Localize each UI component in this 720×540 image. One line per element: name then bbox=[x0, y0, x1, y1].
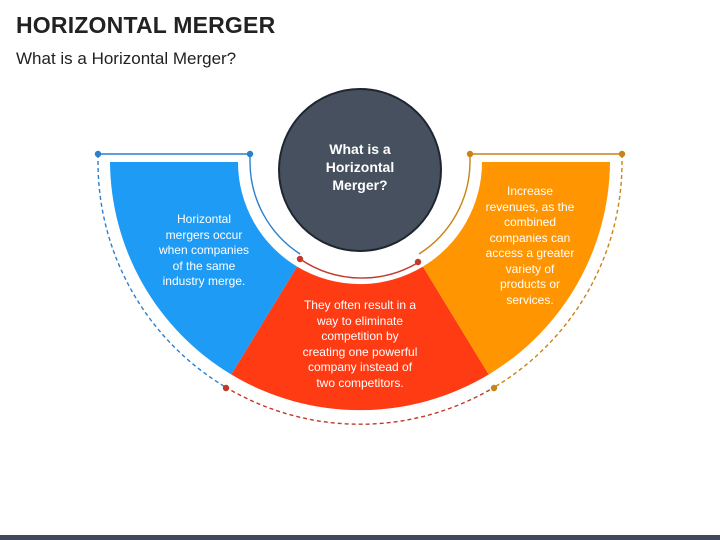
orange-connector-dot bbox=[618, 150, 626, 158]
orange-connector-dot bbox=[490, 384, 498, 392]
center-circle bbox=[278, 88, 442, 252]
blue-connector-dot bbox=[94, 150, 102, 158]
red-connector-dot bbox=[296, 255, 304, 263]
red-solid-connector bbox=[299, 258, 420, 279]
red-dashed-connector bbox=[225, 386, 495, 425]
segment-blue-shape bbox=[110, 162, 298, 375]
blue-solid-connector bbox=[98, 153, 301, 255]
blue-connector-dot bbox=[246, 150, 254, 158]
orange-connector-dot bbox=[466, 150, 474, 158]
red-connector-dot bbox=[222, 384, 230, 392]
bottom-bar bbox=[0, 535, 720, 540]
segment-orange-shape bbox=[422, 162, 610, 375]
red-connector-dot bbox=[414, 258, 422, 266]
orange-dashed-connector bbox=[494, 154, 623, 388]
orange-solid-connector bbox=[418, 153, 622, 255]
blue-dashed-connector bbox=[97, 154, 226, 388]
page-title: HORIZONTAL MERGER bbox=[16, 12, 276, 38]
page-subtitle: What is a Horizontal Merger? bbox=[16, 49, 237, 68]
segment-red-shape bbox=[231, 266, 489, 411]
